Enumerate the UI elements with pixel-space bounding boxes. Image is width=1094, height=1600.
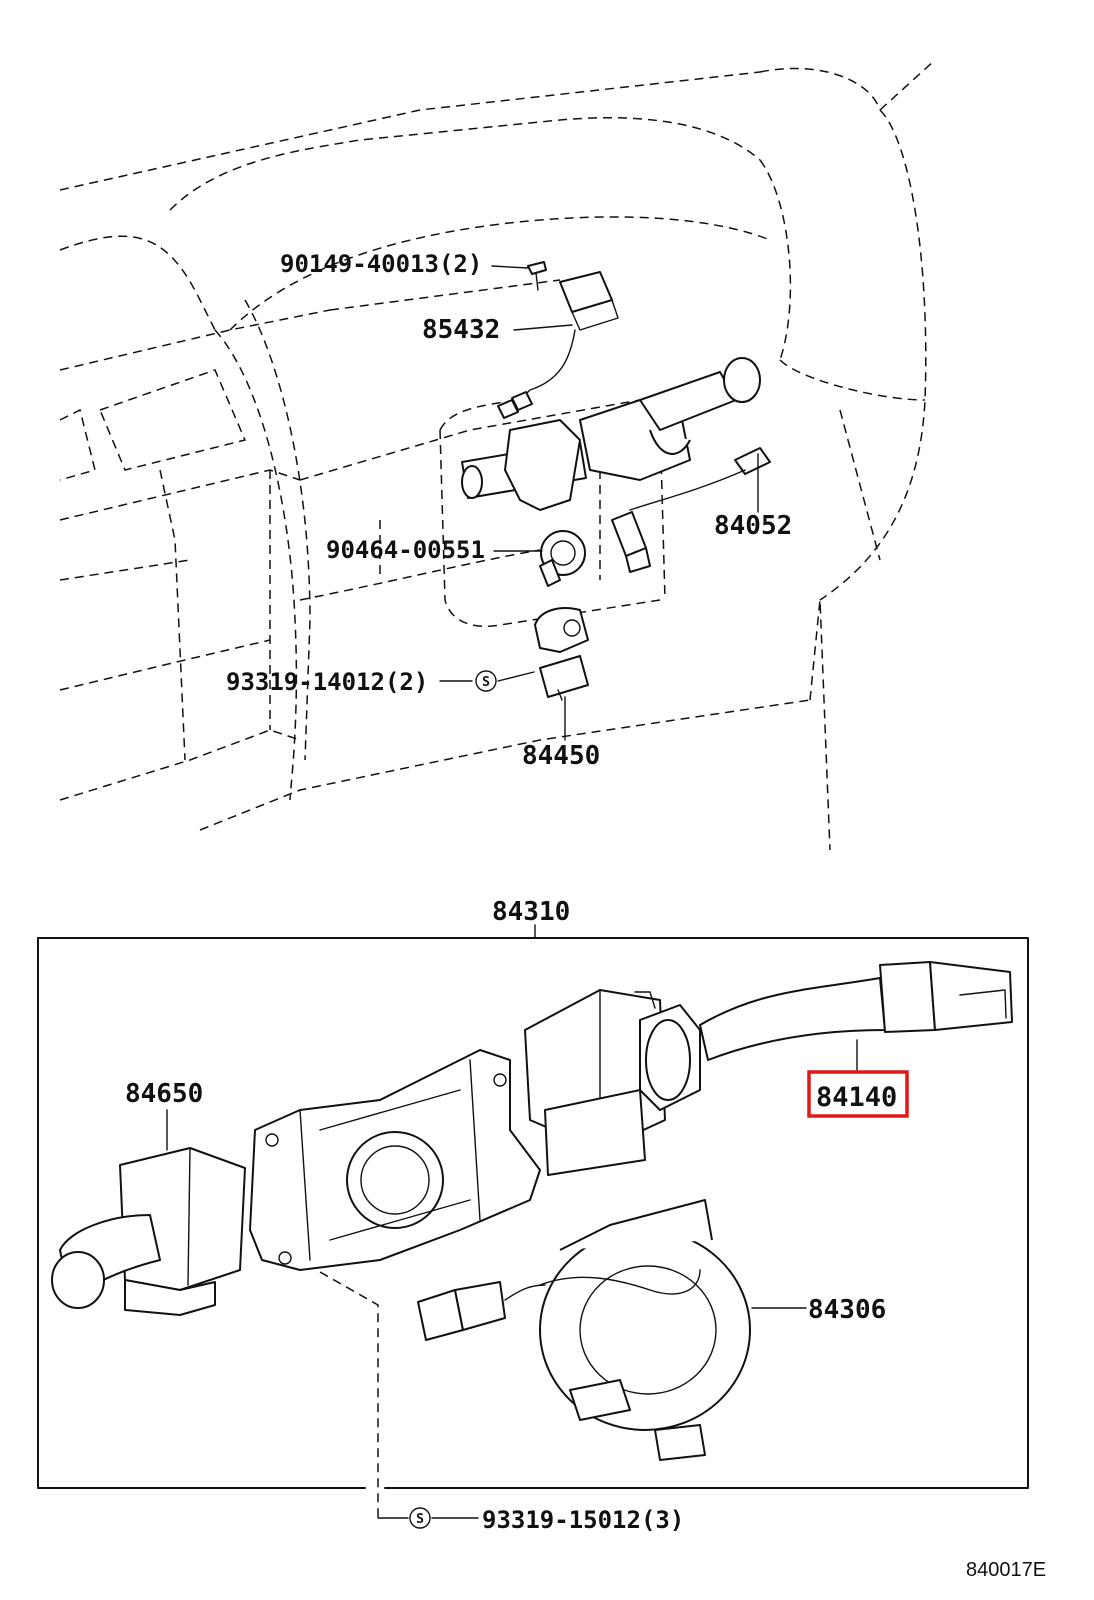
clamp-90464-drawing xyxy=(539,530,586,587)
label-84140: 84140 xyxy=(816,1082,897,1113)
svg-text:S: S xyxy=(482,675,490,690)
assembly-frame xyxy=(37,924,1029,1489)
relay-85432-drawing xyxy=(497,271,619,419)
switch-body-84310-drawing xyxy=(249,1049,541,1271)
label-84306: 84306 xyxy=(808,1295,886,1325)
label-85432: 85432 xyxy=(422,315,500,345)
highlight-box-84140 xyxy=(807,1070,909,1118)
label-84310: 84310 xyxy=(492,897,570,927)
label-84450: 84450 xyxy=(522,741,600,771)
connector-84052-drawing xyxy=(611,447,771,573)
label-90464-00551: 90464-00551 xyxy=(326,536,485,564)
dashboard-outline xyxy=(59,59,936,851)
label-84052: 84052 xyxy=(714,511,792,541)
figure-code: 840017E xyxy=(966,1559,1046,1581)
wiper-switch-84650-drawing xyxy=(51,1109,246,1316)
label-93319-14012: 93319-14012(2) xyxy=(226,668,428,696)
screw-marker-15012: S xyxy=(409,1507,431,1529)
screw-marker-14012: S xyxy=(475,670,497,692)
combination-switch-top-drawing xyxy=(461,357,761,511)
screw-90149-drawing xyxy=(527,261,547,291)
top-leader-lines xyxy=(439,265,759,741)
bottom-leader-lines xyxy=(319,1039,858,1519)
switch-84450-drawing xyxy=(534,607,589,701)
label-93319-15012: 93319-15012(3) xyxy=(482,1506,684,1534)
svg-text:S: S xyxy=(416,1512,424,1527)
label-90149-40013: 90149-40013(2) xyxy=(280,250,482,278)
label-84650: 84650 xyxy=(125,1079,203,1109)
turn-signal-switch-84140-drawing xyxy=(524,961,1013,1176)
spiral-cable-84306-drawing xyxy=(417,1199,751,1461)
